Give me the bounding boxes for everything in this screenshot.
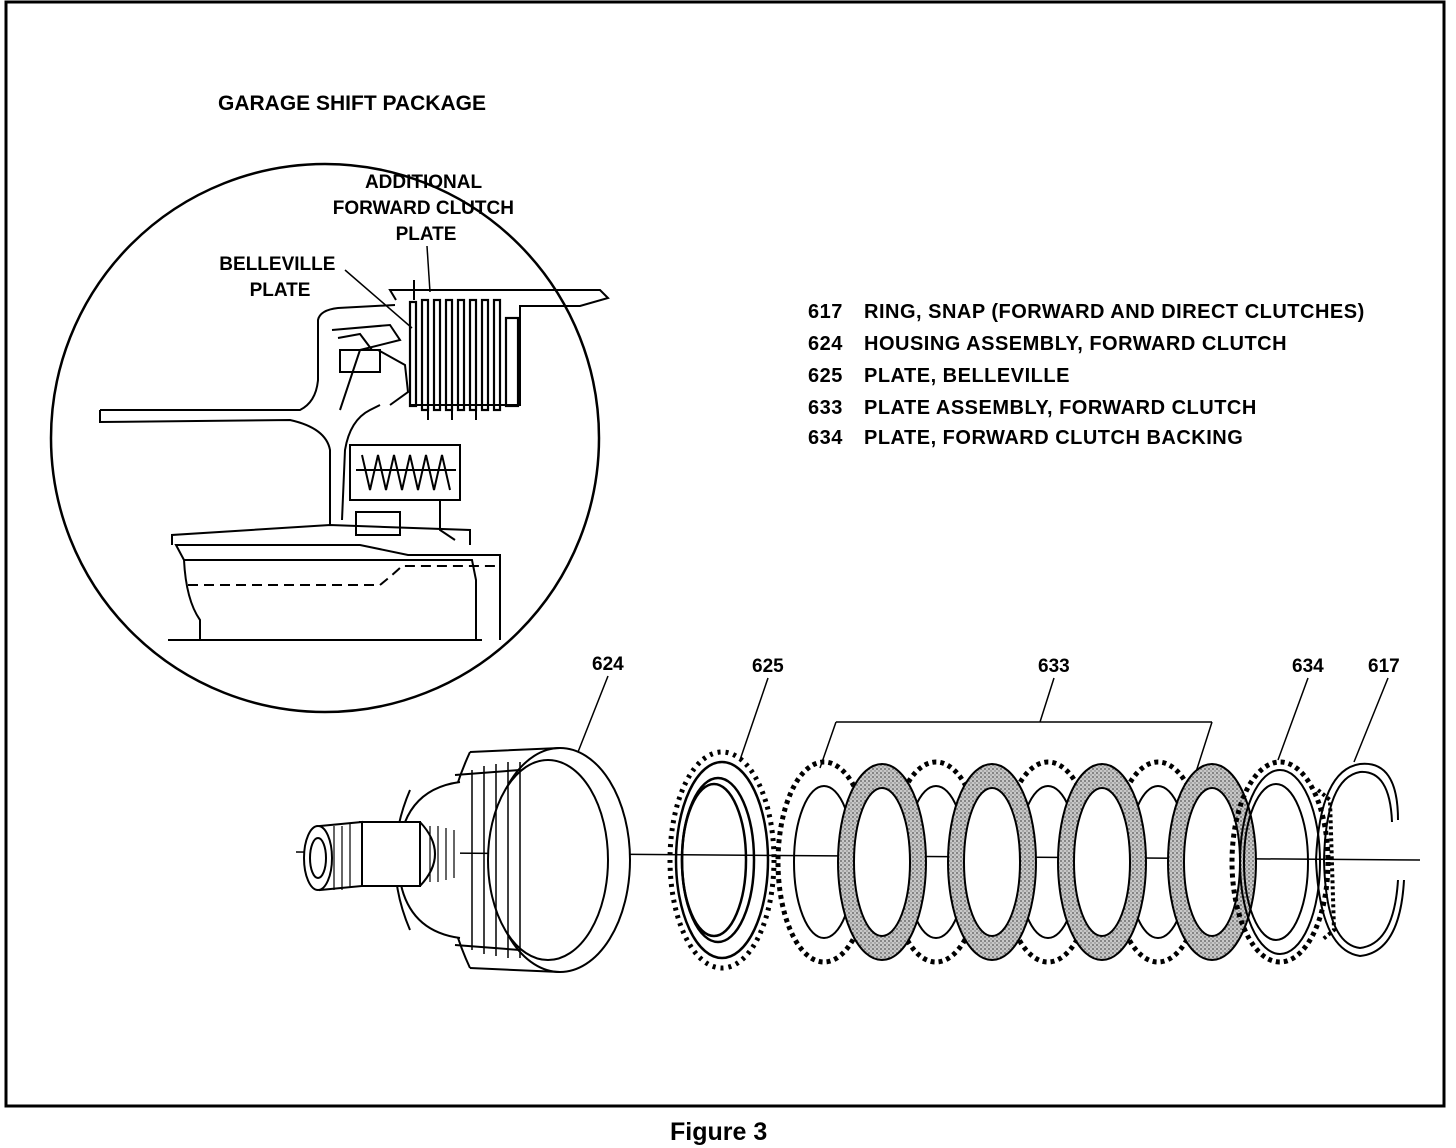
svg-text:PLATE, FORWARD CLUTCH BACKING: PLATE, FORWARD CLUTCH BACKING — [864, 427, 1243, 449]
leader-617 — [1353, 677, 1389, 763]
callout-additional-plate: ADDITIONAL FORWARD CLUTCH PLATE — [333, 172, 519, 245]
bracket-633 — [819, 677, 1213, 773]
legend-row: 634 PLATE, FORWARD CLUTCH BACKING — [808, 427, 1243, 449]
figure-border — [4, 0, 1446, 1108]
svg-text:617: 617 — [808, 301, 843, 323]
callout-belleville-plate: BELLEVILLE PLATE — [219, 254, 340, 301]
part-label-633: 633 — [1038, 656, 1070, 677]
svg-text:RING, SNAP (FORWARD AND DIRECT: RING, SNAP (FORWARD AND DIRECT CLUTCHES) — [864, 301, 1365, 323]
legend-row: 625 PLATE, BELLEVILLE — [808, 365, 1070, 387]
leader-624 — [577, 675, 609, 753]
part-label-624: 624 — [592, 654, 624, 675]
belleville-plate-625 — [667, 749, 777, 971]
clutch-plates-633 — [775, 759, 1257, 965]
legend-row: 633 PLATE ASSEMBLY, FORWARD CLUTCH — [808, 397, 1257, 419]
inset-detail: GARAGE SHIFT PACKAGE ADDITIONAL FORWARD … — [49, 92, 610, 714]
svg-text:625: 625 — [808, 365, 843, 387]
housing-624 — [303, 747, 631, 973]
svg-text:633: 633 — [808, 397, 843, 419]
inset-title: GARAGE SHIFT PACKAGE — [218, 92, 486, 115]
part-label-625: 625 — [752, 656, 784, 677]
parts-legend: 617 RING, SNAP (FORWARD AND DIRECT CLUTC… — [808, 301, 1365, 449]
cross-section-drawing — [99, 280, 610, 641]
legend-row: 624 HOUSING ASSEMBLY, FORWARD CLUTCH — [808, 333, 1287, 355]
leader-625 — [739, 677, 769, 761]
svg-text:PLATE ASSEMBLY, FORWARD CLUTCH: PLATE ASSEMBLY, FORWARD CLUTCH — [864, 397, 1257, 419]
part-label-634: 634 — [1292, 656, 1324, 677]
figure-caption: Figure 3 — [670, 1118, 767, 1146]
svg-text:PLATE, BELLEVILLE: PLATE, BELLEVILLE — [864, 365, 1070, 387]
legend-row: 617 RING, SNAP (FORWARD AND DIRECT CLUTC… — [808, 301, 1365, 323]
svg-text:HOUSING ASSEMBLY, FORWARD CLUT: HOUSING ASSEMBLY, FORWARD CLUTCH — [864, 333, 1287, 355]
exploded-view: 624 625 633 634 617 — [295, 654, 1421, 973]
backing-plate-634 — [1229, 759, 1337, 965]
inset-circle — [49, 162, 601, 714]
leader-634 — [1277, 677, 1309, 761]
svg-text:634: 634 — [808, 427, 843, 449]
leader-additional — [426, 245, 431, 293]
svg-text:624: 624 — [808, 333, 843, 355]
snap-ring-617 — [1314, 762, 1405, 958]
leader-belleville — [344, 269, 413, 329]
part-label-617: 617 — [1368, 656, 1400, 677]
